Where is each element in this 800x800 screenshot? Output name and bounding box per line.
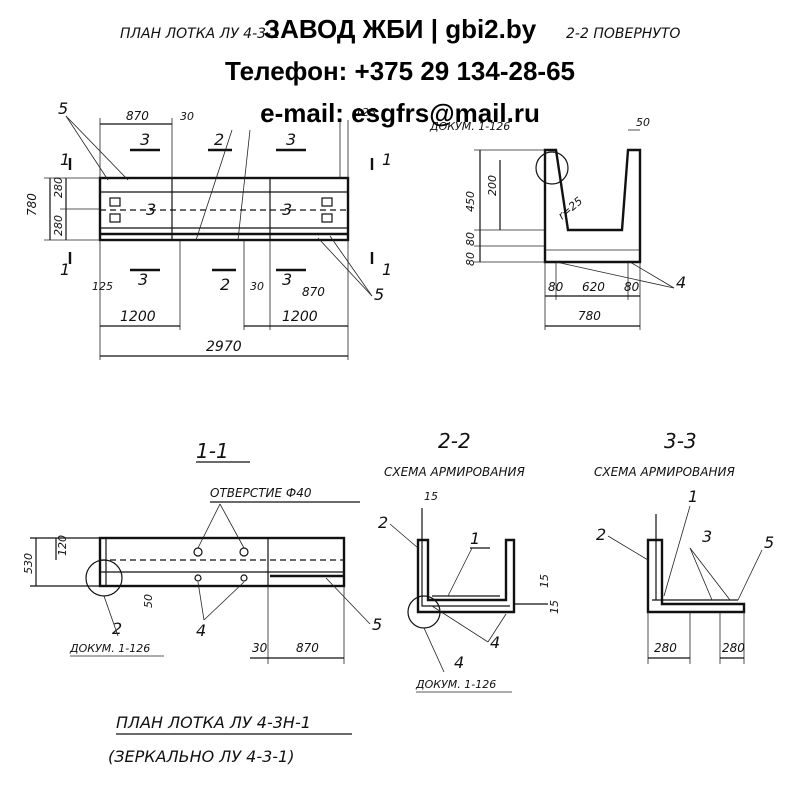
dim-125-bottom: 125 xyxy=(92,280,113,293)
dim-280-left-a: 280 xyxy=(52,177,65,198)
mark-4-top: 4 xyxy=(676,273,686,292)
section-22-rot-title: 2-2 ПОВЕРНУТО xyxy=(566,26,680,42)
section-11: 1-1 ОТВЕРСТИЕ Ф40 530 120 50 2 ДОКУМ. 1-… xyxy=(22,439,382,664)
section-mark-3f: 3 xyxy=(282,270,292,289)
section-22: 2-2 СХЕМА АРМИРОВАНИЯ 15 15 15 2 1 4 4 Д… xyxy=(378,429,561,693)
hole-label: ОТВЕРСТИЕ Ф40 xyxy=(210,486,312,500)
section-mark-3d: 3 xyxy=(282,200,292,219)
mark-5a: 5 xyxy=(58,99,68,118)
section-11-outline xyxy=(98,536,346,588)
dim-1200-a: 1200 xyxy=(120,309,156,325)
tray-profile xyxy=(543,148,642,264)
section-22-subtitle: СХЕМА АРМИРОВАНИЯ xyxy=(384,465,525,479)
dim-780: 780 xyxy=(578,309,601,323)
company-name: ЗАВОД ЖБИ | gbi2.by xyxy=(263,14,537,44)
dim-125-top: 125 xyxy=(355,106,376,119)
radius-25: r=25 xyxy=(556,195,586,223)
dim-80-a: 80 xyxy=(464,232,477,246)
mark-1-s22: 1 xyxy=(470,529,480,548)
footer-line-1: ПЛАН ЛОТКА ЛУ 4-3Н-1 xyxy=(116,713,311,732)
section-mark-2b: 2 xyxy=(220,275,230,294)
dim-200: 200 xyxy=(486,175,499,196)
dim-80-c: 80 xyxy=(548,280,564,294)
doc-ref-s22: ДОКУМ. 1-126 xyxy=(415,678,496,691)
dim-870-top: 870 xyxy=(126,109,149,123)
doc-ref-s11: ДОКУМ. 1-126 xyxy=(69,642,150,655)
mark-5-s11: 5 xyxy=(372,615,382,634)
mark-4-s22-b: 4 xyxy=(454,653,464,672)
plan-outline xyxy=(98,176,350,242)
section-33: 3-3 СХЕМА АРМИРОВАНИЯ 2 1 3 5 280 280 xyxy=(594,429,774,664)
section-33-title: 3-3 xyxy=(664,429,697,453)
mark-2-s22: 2 xyxy=(378,513,388,532)
mark-3-s33: 3 xyxy=(702,527,712,546)
dim-2970: 2970 xyxy=(206,339,242,355)
section-mark-3a: 3 xyxy=(140,130,150,149)
company-phone: Телефон: +375 29 134-28-65 xyxy=(224,56,576,86)
footer-line-2: (ЗЕРКАЛЬНО ЛУ 4-3-1) xyxy=(108,747,294,766)
section-mark-1b: 1 xyxy=(60,260,70,279)
dim-280-left-b: 280 xyxy=(52,215,65,236)
mark-5b: 5 xyxy=(374,285,384,304)
dim-30-bottom: 30 xyxy=(250,280,264,293)
section-mark-3c: 3 xyxy=(146,200,156,219)
dim-870-s11: 870 xyxy=(296,641,319,655)
mark-4-s22-a: 4 xyxy=(490,633,500,652)
dim-15-b: 15 xyxy=(538,574,551,588)
section-33-subtitle: СХЕМА АРМИРОВАНИЯ xyxy=(594,465,735,479)
dim-870-bottom: 870 xyxy=(302,285,325,299)
dim-280-s33-b: 280 xyxy=(722,641,745,655)
dim-30-top: 30 xyxy=(180,110,194,123)
company-email[interactable]: e-mail: esgfrs@mail.ru xyxy=(260,98,540,128)
doc-ref-top: ДОКУМ. 1-126 xyxy=(429,120,510,133)
dim-80-b: 80 xyxy=(464,252,477,266)
section-mark-3e: 3 xyxy=(138,270,148,289)
section-22-profile xyxy=(416,538,516,614)
dim-450: 450 xyxy=(464,191,477,212)
mark-2-s11: 2 xyxy=(112,619,122,638)
dim-620: 620 xyxy=(582,280,605,294)
dim-1200-b: 1200 xyxy=(282,309,318,325)
section-mark-3b: 3 xyxy=(286,130,296,149)
dim-530: 530 xyxy=(22,553,35,574)
plan-top: ПЛАН ЛОТКА ЛУ 4-3-1 870 30 125 780 280 2… xyxy=(25,26,392,360)
dim-15-a: 15 xyxy=(424,490,438,503)
mark-5-s33: 5 xyxy=(764,533,774,552)
dim-15-c: 15 xyxy=(548,600,561,614)
section-mark-2a: 2 xyxy=(214,130,224,149)
dim-50: 50 xyxy=(636,116,650,129)
mark-2-s33: 2 xyxy=(596,525,606,544)
section-mark-1c: 1 xyxy=(382,150,392,169)
mark-1-s33: 1 xyxy=(688,487,698,506)
section-11-title: 1-1 xyxy=(196,439,229,463)
dim-50: 50 xyxy=(142,594,155,608)
dim-80-d: 80 xyxy=(624,280,640,294)
section-22-title: 2-2 xyxy=(438,429,471,453)
plan-top-title: ПЛАН ЛОТКА ЛУ 4-3-1 xyxy=(120,26,280,42)
section-33-profile xyxy=(646,538,746,614)
dim-120: 120 xyxy=(56,535,69,556)
dim-30-s11: 30 xyxy=(252,641,268,655)
mark-4-s11: 4 xyxy=(196,621,206,640)
section-mark-1d: 1 xyxy=(382,260,392,279)
dim-780-left: 780 xyxy=(25,193,39,216)
dim-280-s33: 280 xyxy=(654,641,677,655)
section-mark-1a: 1 xyxy=(60,150,70,169)
footer-title: ПЛАН ЛОТКА ЛУ 4-3Н-1 (ЗЕРКАЛЬНО ЛУ 4-3-1… xyxy=(108,713,352,766)
